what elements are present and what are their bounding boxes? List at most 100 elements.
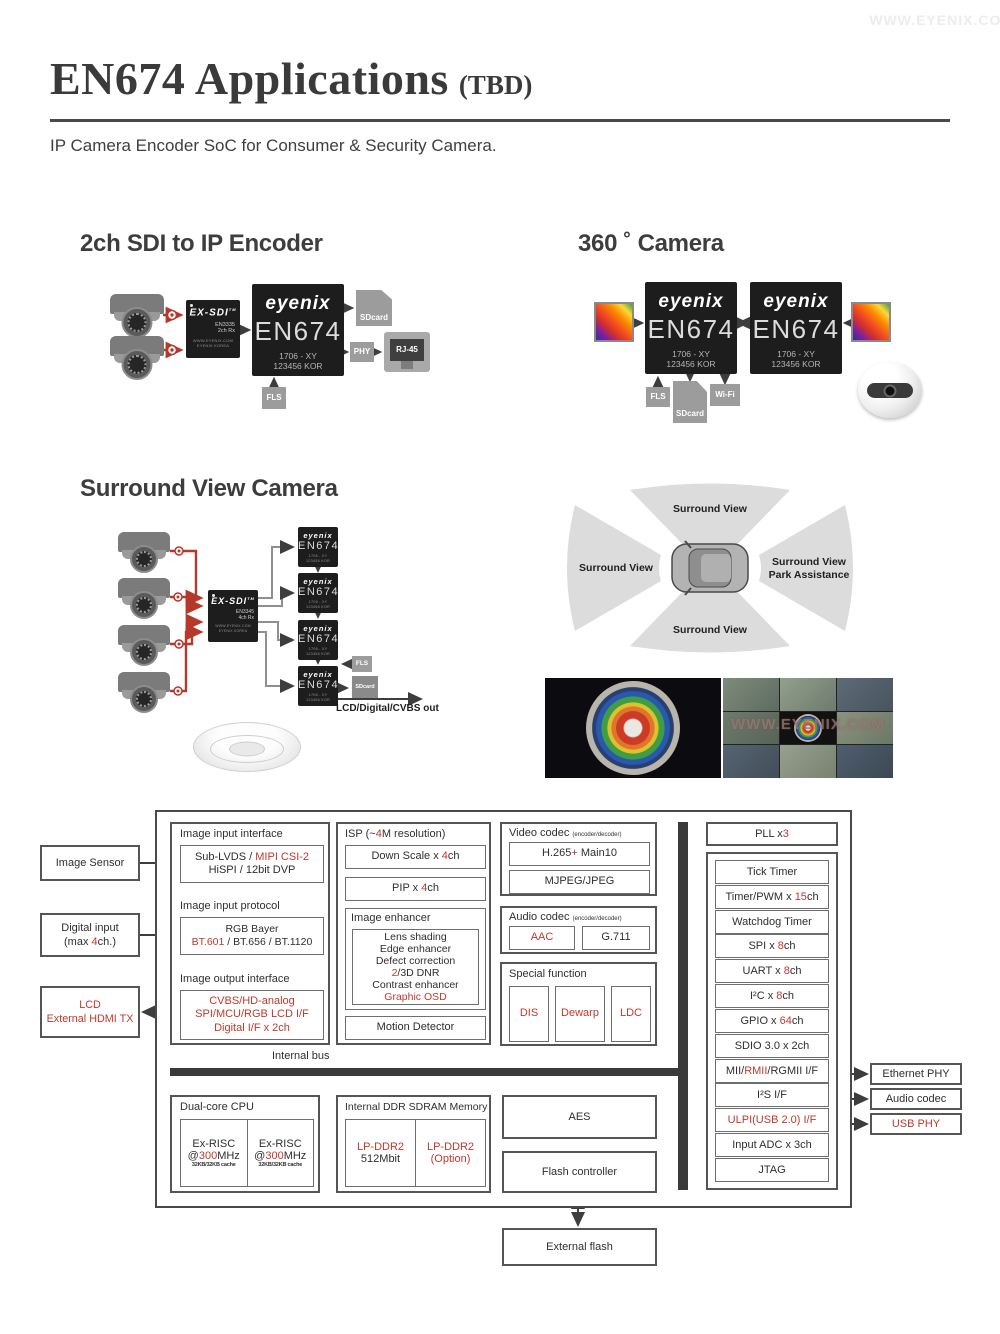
fls-box: FLS [352,656,372,672]
text-segment: BT.601 [191,936,225,948]
text-segment: 64 [779,1014,792,1027]
text-segment: MII/ [725,1064,745,1077]
camera-tile [780,678,836,711]
g711-box: G.711 [582,926,650,950]
label-line: LP-DDR2 [426,1141,475,1153]
label-line: Digital I/F x 2ch [214,1021,290,1034]
fls-box: FLS [262,387,286,409]
text-segment: 4 [91,936,98,948]
ldc-box: LDC [611,986,651,1042]
text-segment: 4 [421,882,428,895]
rj45-tab [401,361,413,369]
en674-chip-small: eyenix EN674 1706 - XY 123456 KOR [298,620,338,660]
fls-box: FLS [646,387,670,407]
h265-box: H.265+ Main10 [509,842,650,866]
eyenix-logo: eyenix [303,577,333,586]
label-line: Park Assistance [768,569,850,581]
dome-ring [229,741,265,757]
eyenix-logo: eyenix [658,291,724,312]
phy-box: PHY [350,342,374,362]
text-segment: 2 [391,967,398,979]
label-line: LCD [79,999,101,1011]
camera-body [118,625,170,645]
section-label: Internal DDR SDRAM Memory [345,1101,488,1113]
lcd-hdmi-box: LCD External HDMI TX [40,986,140,1038]
text-segment: 4 [375,828,382,840]
image-sensor-icon [851,302,891,342]
text-segment: I²S I/F [757,1089,787,1102]
peripheral-box: MII/RMII/RGMII I/F [715,1058,829,1083]
text-segment: H.265 [542,847,572,860]
downscale-box: Down Scale x 4ch [345,845,486,869]
output-label: LCD/Digital/CVBS out [336,703,439,714]
text-segment: Main10 [577,847,617,860]
exsdi-ch: 2ch Rx [217,328,235,335]
camera-tile [723,711,779,745]
fisheye-dome-camera [193,722,301,772]
text-segment: + [571,847,578,860]
text-segment: Audio codec [509,911,570,923]
peripheral-box: GPIO x 64ch [715,1008,829,1033]
label-line: 512Mbit [360,1153,401,1165]
chip-lot: 123456 KOR [306,605,330,609]
core-clock: @300MHz [248,1150,314,1162]
text-segment: ch [427,882,439,895]
text-segment: Tick Timer [746,866,798,878]
fisheye-image [586,681,680,775]
peripheral-box: Tick Timer [715,860,829,884]
section-label: Image output interface [180,973,290,985]
camera-lens [130,591,158,619]
label-line: PIP x 4ch [346,882,485,896]
en674-chip: eyenix EN674 1706 - XY 123456 KOR [750,282,842,374]
exsdi-logo-text: EX-SDI [211,596,248,606]
en674-chip: eyenix EN674 1706 - XY 123456 KOR [645,282,737,374]
section-label: Audio codec (encoder/decoder) [509,911,622,923]
tm-mark: TM [228,307,237,312]
text-segment: @ [187,1150,199,1162]
image-output-interface-box: CVBS/HD-analog SPI/MCU/RGB LCD I/F Digit… [180,990,324,1040]
digital-input-box: Digital input (max 4ch.) [40,913,140,957]
ddr-cell: LP-DDR2 512Mbit [346,1120,415,1186]
camera-tile [837,678,893,711]
exsdi-micro1: WWW.EYENIX.COM [192,338,234,344]
audio-codec-group: Audio codec (encoder/decoder) AAC G.711 [500,906,657,954]
chip-part-number: EN674 [298,679,340,691]
tm-mark: TM [247,596,255,601]
text-segment: MIPI CSI-2 [255,850,310,863]
eyenix-logo: eyenix [763,291,829,312]
usb-phy-box: USB PHY [870,1113,962,1135]
sphere-camera-lens [883,384,897,397]
video-codec-group: Video codec (encoder/decoder) H.265+ Mai… [500,822,657,896]
camera-lens [130,685,158,713]
audio-codec-ext-box: Audio codec [870,1088,962,1110]
pip-box: PIP x 4ch [345,877,486,901]
chip-rev: 1706 - XY [308,554,328,558]
chip-rev: 1706 - XY [308,647,328,651]
exsdi-part: EN3335 [215,322,235,329]
exsdi-ch: 4ch Rx [238,615,254,621]
label-line: External HDMI TX [46,1013,134,1025]
text-segment: ch [791,1014,804,1027]
surround-view-label-right: Surround View Park Assistance [757,556,861,582]
camera-body [110,336,164,356]
peripheral-box: JTAG [715,1157,829,1182]
chip-lot: 123456 KOR [306,652,330,656]
label-line: SPI/MCU/RGB LCD I/F [195,1008,309,1021]
label-line: Digital input [61,922,119,934]
exsdi-micro2: EYENIX KOREA [196,343,230,349]
core-cache: 32KB/32KB cache [258,1162,303,1168]
eyenix-logo: eyenix [303,531,333,540]
label-line: Sub-LVDS / MIPI CSI-2 [181,851,323,865]
camera-tile [723,745,779,778]
text-segment: 300 [265,1150,284,1162]
en674-chip-small: eyenix EN674 1706 - XY 123456 KOR [298,573,338,613]
ddr-group: Internal DDR SDRAM Memory LP-DDR2 512Mbi… [336,1095,491,1193]
enhancer-line: Graphic OSD [353,991,478,1003]
image-input-interface-box: Sub-LVDS / MIPI CSI-2 HiSPI / 12bit DVP [180,845,324,883]
dome-ring [210,735,284,764]
enhancer-line: Defect correction [353,955,478,967]
camera-body [118,672,170,692]
mini-fisheye [794,713,822,742]
text-segment: Contrast enhancer [372,979,459,991]
